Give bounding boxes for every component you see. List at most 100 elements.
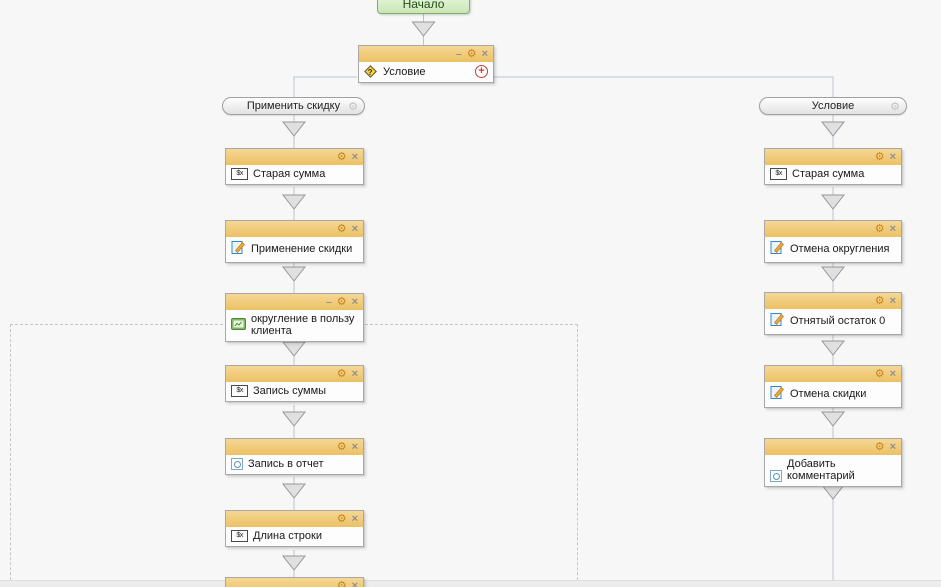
node-body: Отнятый остаток 0 [765, 309, 901, 334]
decision-diamond-icon: ? [364, 65, 377, 78]
minimize-icon[interactable]: – [326, 296, 332, 308]
close-icon[interactable]: × [889, 367, 896, 380]
node-label: округление в пользу клиента [251, 313, 355, 337]
node-label: Запись суммы [253, 385, 327, 397]
node-body: округление в пользу клиента [226, 310, 363, 341]
variable-icon: $x [231, 530, 248, 542]
close-icon[interactable]: × [351, 295, 358, 308]
node-header: ⚙ × [765, 366, 901, 382]
node-body: Запись в отчет [226, 455, 363, 474]
node-header: ⚙ × [226, 578, 363, 587]
node-string-length[interactable]: ⚙ × $x Длина строки [225, 510, 364, 547]
branch-label-condition[interactable]: Условие ⚙ [759, 97, 907, 115]
node-subtracted-remainder[interactable]: ⚙ × Отнятый остаток 0 [764, 292, 902, 335]
start-node[interactable]: Начало [377, 0, 470, 14]
report-icon [770, 470, 782, 482]
gear-icon[interactable]: ⚙ [874, 150, 885, 163]
canvas-bottom-edge [0, 580, 941, 587]
variable-icon: $x [770, 168, 787, 180]
close-icon[interactable]: × [351, 150, 358, 163]
report-icon [231, 458, 243, 470]
node-body: Применение скидки [226, 237, 363, 262]
gear-icon[interactable]: ⚙ [874, 294, 885, 307]
node-label: Добавить комментарий [787, 458, 855, 482]
gear-icon[interactable]: ⚙ [336, 512, 347, 525]
edit-icon [770, 240, 785, 258]
node-add-comment[interactable]: ⚙ × Добавить комментарий [764, 438, 902, 487]
gear-icon[interactable]: ⚙ [336, 150, 347, 163]
node-label: Старая сумма [792, 168, 865, 180]
close-icon[interactable]: × [351, 512, 358, 525]
condition-node[interactable]: – ⚙ × ? Условие + [358, 45, 494, 83]
close-icon[interactable]: × [889, 150, 896, 163]
gear-icon[interactable]: ⚙ [336, 579, 347, 587]
gear-icon[interactable]: ⚙ [336, 222, 347, 235]
node-write-sum[interactable]: ⚙ × $x Запись суммы [225, 365, 364, 402]
node-header: ⚙ × [226, 149, 363, 165]
node-body: Отмена округления [765, 237, 901, 262]
branch-label-text: Применить скидку [246, 100, 341, 112]
node-label: Запись в отчет [248, 458, 324, 470]
gear-icon[interactable]: ⚙ [874, 222, 885, 235]
node-header: ⚙ × [226, 366, 363, 382]
close-icon[interactable]: × [351, 367, 358, 380]
variable-icon: $x [231, 385, 248, 397]
node-header: – ⚙ × [359, 46, 493, 62]
close-icon[interactable]: × [351, 440, 358, 453]
variable-icon: $x [231, 168, 248, 180]
node-label: Длина строки [253, 530, 322, 542]
gear-icon[interactable]: ⚙ [466, 47, 477, 60]
gear-icon[interactable]: ⚙ [348, 101, 358, 113]
gear-icon[interactable]: ⚙ [336, 367, 347, 380]
partial-node[interactable]: ⚙ × [225, 577, 364, 587]
node-body: $x Старая сумма [765, 165, 901, 184]
node-label: Отмена округления [790, 243, 890, 255]
gear-icon[interactable]: ⚙ [874, 440, 885, 453]
node-write-report[interactable]: ⚙ × Запись в отчет [225, 438, 364, 475]
node-header: ⚙ × [226, 221, 363, 237]
gear-icon[interactable]: ⚙ [890, 101, 900, 113]
branch-label-apply-discount[interactable]: Применить скидку ⚙ [222, 97, 365, 115]
node-header: ⚙ × [226, 511, 363, 527]
node-header: ⚙ × [765, 293, 901, 309]
node-header: ⚙ × [765, 221, 901, 237]
add-branch-icon[interactable]: + [475, 65, 488, 78]
node-header: ⚙ × [226, 439, 363, 455]
close-icon[interactable]: × [351, 222, 358, 235]
gear-icon[interactable]: ⚙ [336, 440, 347, 453]
node-label: Условие [383, 65, 426, 78]
node-label: Применение скидки [251, 243, 353, 255]
close-icon[interactable]: × [889, 222, 896, 235]
edit-icon [770, 385, 785, 403]
node-header: – ⚙ × [226, 294, 363, 310]
node-body: $x Старая сумма [226, 165, 363, 184]
node-body: $x Запись суммы [226, 382, 363, 401]
node-label: Отмена скидки [790, 388, 867, 400]
node-old-sum-left[interactable]: ⚙ × $x Старая сумма [225, 148, 364, 185]
branch-label-text: Условие [811, 100, 855, 112]
gear-icon[interactable]: ⚙ [336, 295, 347, 308]
node-label: Старая сумма [253, 168, 326, 180]
edit-icon [770, 312, 785, 330]
gear-icon[interactable]: ⚙ [874, 367, 885, 380]
node-body: $x Длина строки [226, 527, 363, 546]
node-body: ? Условие + [359, 62, 493, 82]
node-body: Отмена скидки [765, 382, 901, 407]
node-apply-discount[interactable]: ⚙ × Применение скидки [225, 220, 364, 263]
close-icon[interactable]: × [481, 47, 488, 60]
node-header: ⚙ × [765, 439, 901, 455]
node-label: Отнятый остаток 0 [790, 315, 886, 327]
node-rounding-client[interactable]: – ⚙ × округление в пользу клиента [225, 293, 364, 342]
node-body: Добавить комментарий [765, 455, 901, 486]
script-folder-icon [231, 317, 246, 333]
node-old-sum-right[interactable]: ⚙ × $x Старая сумма [764, 148, 902, 185]
node-cancel-discount[interactable]: ⚙ × Отмена скидки [764, 365, 902, 408]
close-icon[interactable]: × [351, 579, 358, 587]
edit-icon [231, 240, 246, 258]
close-icon[interactable]: × [889, 440, 896, 453]
node-cancel-rounding[interactable]: ⚙ × Отмена округления [764, 220, 902, 263]
minimize-icon[interactable]: – [456, 48, 462, 60]
close-icon[interactable]: × [889, 294, 896, 307]
